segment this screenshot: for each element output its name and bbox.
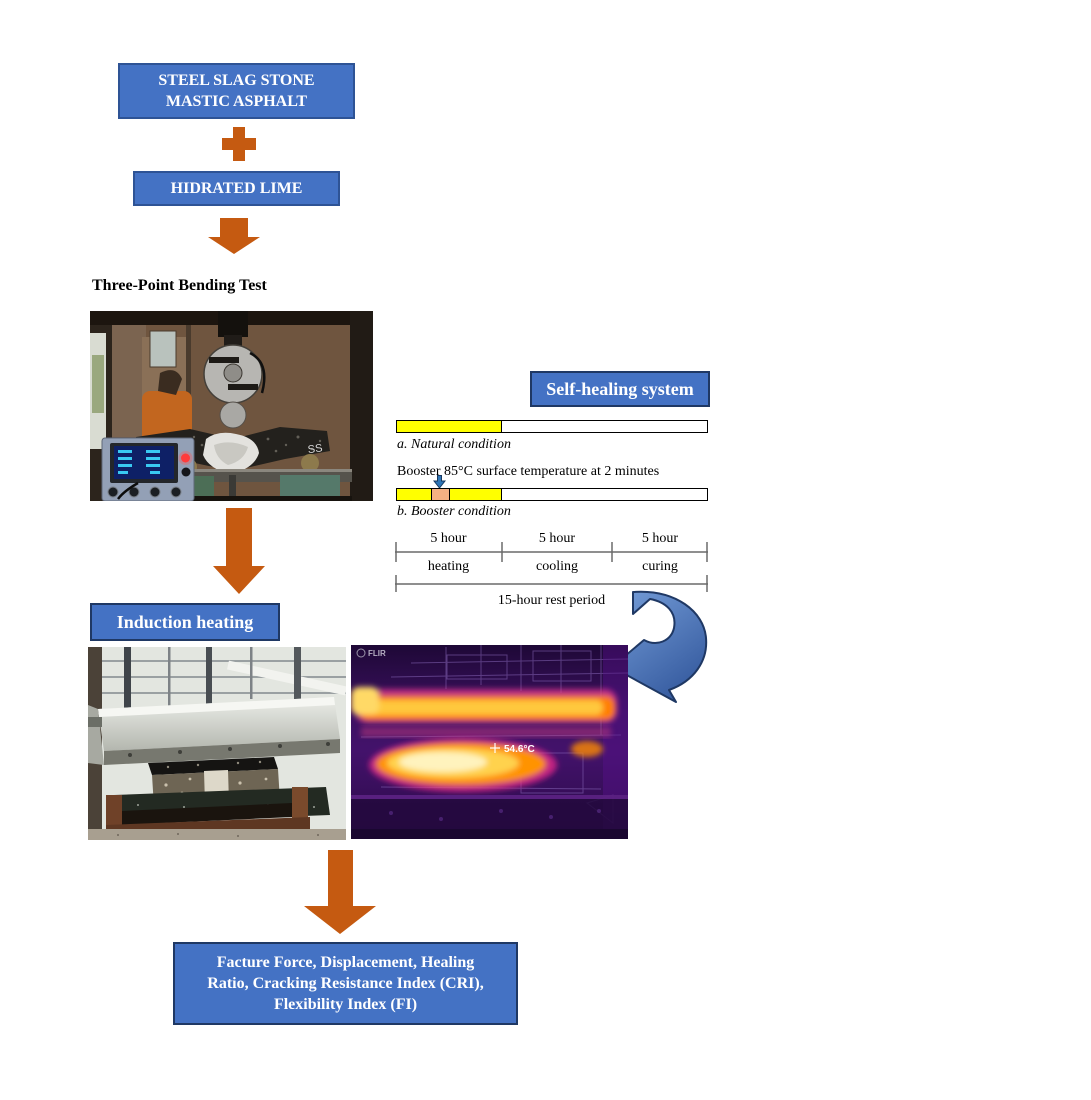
- results-line3: Flexibility Index (FI): [273, 996, 418, 1013]
- segment-phase: cooling: [536, 559, 578, 574]
- results-box: Facture Force, Displacement, Healing Rat…: [173, 942, 518, 1025]
- heated-segment: [397, 421, 502, 432]
- heated-segment: [397, 489, 432, 500]
- rest-segment: [502, 421, 707, 432]
- segment-phase: curing: [642, 559, 678, 574]
- down-arrow-icon: [213, 508, 265, 594]
- down-arrow-icon: [208, 218, 260, 254]
- plus-icon: [222, 127, 256, 161]
- booster-marker-icon: [433, 475, 446, 489]
- steel-slag-line1: STEEL SLAG STONE: [158, 72, 315, 89]
- induction-heating-photo: [88, 647, 346, 840]
- self-healing-label: Self-healing system: [546, 378, 694, 399]
- booster-note: Booster 85°C surface temperature at 2 mi…: [397, 464, 660, 479]
- induction-heating-label: Induction heating: [116, 611, 254, 632]
- booster-segment: [432, 489, 450, 500]
- thermal-image: FLIR 54.6°C: [351, 645, 628, 839]
- rest-period-timeline: 5 hour 5 hour 5 hour heating cooling cur…: [395, 529, 708, 615]
- specimen-label: SS: [307, 442, 323, 456]
- timeline-axis: [395, 542, 708, 592]
- segment-phase: heating: [427, 559, 470, 574]
- thermal-brand-logo: FLIR: [368, 649, 386, 658]
- natural-condition-label: a. Natural condition: [397, 437, 511, 452]
- induction-heating-box: Induction heating: [90, 603, 280, 641]
- bending-test-photo: SS: [90, 311, 373, 501]
- booster-condition-bar: [396, 488, 708, 501]
- segment-duration: 5 hour: [430, 531, 467, 546]
- steel-slag-line2: MASTIC ASPHALT: [165, 93, 308, 110]
- segment-duration: 5 hour: [641, 531, 679, 546]
- natural-condition-bar: [396, 420, 708, 433]
- self-healing-box: Self-healing system: [530, 371, 710, 407]
- steel-slag-box: STEEL SLAG STONE MASTIC ASPHALT: [118, 63, 355, 119]
- curved-arrow-icon: [611, 590, 708, 703]
- heated-segment: [450, 489, 502, 500]
- segment-duration: 5 hour: [538, 531, 576, 546]
- rest-period-label: 15-hour rest period: [497, 593, 606, 608]
- down-arrow-icon: [304, 850, 376, 934]
- temperature-reading: 54.6°C: [504, 744, 535, 755]
- bending-test-heading: Three-Point Bending Test: [92, 277, 267, 294]
- hydrated-lime-label: HIDRATED LIME: [170, 179, 303, 197]
- results-line2: Ratio, Cracking Resistance Index (CRI),: [207, 975, 484, 992]
- rest-segment: [502, 489, 707, 500]
- booster-condition-label: b. Booster condition: [397, 504, 511, 519]
- results-line1: Facture Force, Displacement, Healing: [216, 954, 475, 971]
- hydrated-lime-box: HIDRATED LIME: [133, 171, 340, 206]
